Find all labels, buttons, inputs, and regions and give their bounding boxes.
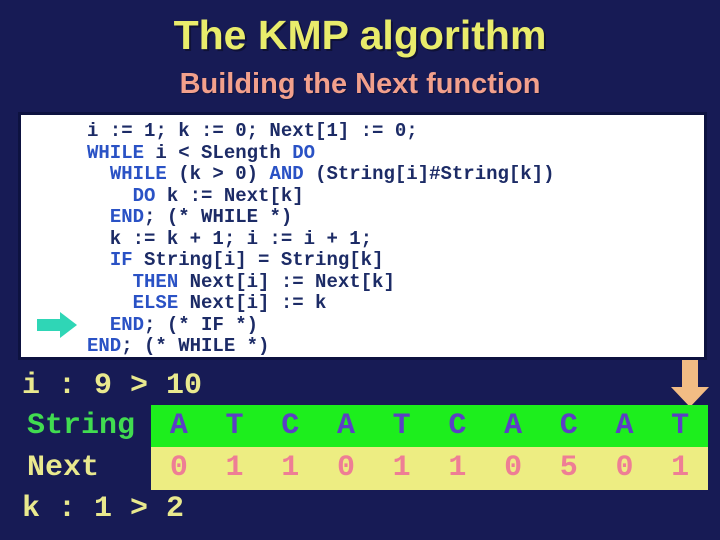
next-cell: 1 <box>281 451 300 485</box>
code-line: END; (* WHILE *) <box>87 335 270 357</box>
code-line: END; (* IF *) <box>109 313 259 336</box>
code-panel: i := 1; k := 0; Next[1] := 0;WHILE i < S… <box>18 112 707 360</box>
down-arrow-icon <box>671 360 709 407</box>
string-cell: C <box>559 409 578 443</box>
next-cell: 1 <box>392 451 411 485</box>
next-cell: 0 <box>615 451 634 485</box>
code-line: END; (* WHILE *) <box>109 206 293 228</box>
i-state-text: i : 9 > 10 <box>22 369 203 403</box>
string-cell: T <box>225 409 244 443</box>
string-cell: T <box>392 409 411 443</box>
string-row-label: String <box>27 409 136 443</box>
string-cell: C <box>281 409 300 443</box>
next-cell: 1 <box>225 451 244 485</box>
next-cell: 1 <box>448 451 467 485</box>
string-cell: T <box>671 409 690 443</box>
right-arrow-icon <box>37 312 77 338</box>
next-cell: 0 <box>336 451 355 485</box>
code-line: WHILE i < SLength DO <box>87 141 316 164</box>
next-cell: 5 <box>559 451 578 485</box>
string-cell: A <box>504 409 523 443</box>
code-line: i := 1; k := 0; Next[1] := 0; <box>87 120 418 142</box>
string-cell: A <box>336 409 355 443</box>
code-line: DO k := Next[k] <box>132 184 304 207</box>
code-line: WHILE (k > 0) AND (String[i]#String[k]) <box>109 163 555 185</box>
string-cell: A <box>615 409 634 443</box>
string-cell: C <box>448 409 467 443</box>
page-title: The KMP algorithm <box>173 12 547 58</box>
code-line: k := k + 1; i := i + 1; <box>87 227 373 250</box>
string-cell: A <box>169 409 188 443</box>
next-cell: 0 <box>504 451 523 485</box>
next-cell: 0 <box>169 451 188 485</box>
page-subtitle: Building the Next function <box>179 68 541 100</box>
code-line: ELSE Next[i] := k <box>132 292 327 314</box>
code-block: i := 1; k := 0; Next[1] := 0;WHILE i < S… <box>21 115 704 358</box>
next-row-label: Next <box>27 451 100 485</box>
code-line: THEN Next[i] := Next[k] <box>132 270 395 293</box>
code-line: IF String[i] = String[k] <box>109 249 384 271</box>
next-cell: 1 <box>671 451 690 485</box>
k-state-text: k : 1 > 2 <box>22 492 185 526</box>
